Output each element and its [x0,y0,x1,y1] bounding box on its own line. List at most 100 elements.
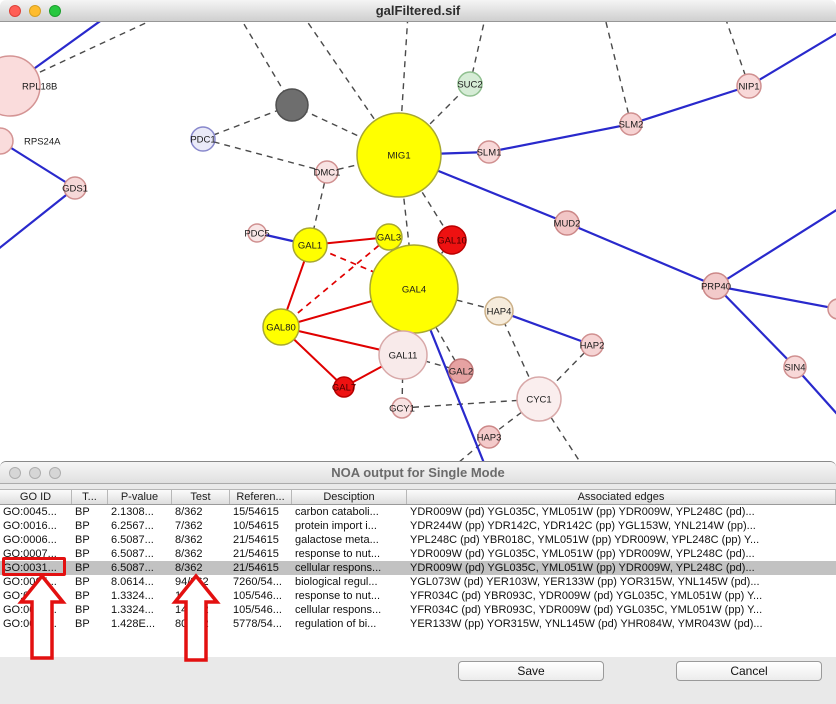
cell: 21/54615 [233,548,279,560]
network-node-slm1[interactable]: SLM1 [477,140,502,164]
network-node-hap3[interactable]: HAP3 [477,425,502,449]
network-node-gal11[interactable]: GAL11 [378,330,428,380]
column-header-referen[interactable]: Referen... [230,490,292,504]
network-edge[interactable] [498,309,593,347]
node-label: GAL3 [377,233,401,244]
network-node-prp40[interactable]: PRP40 [701,272,731,300]
table-row-6[interactable]: GO:0065...BP8.0614...94/3627260/54...bio… [0,575,836,589]
cell: 15/54615 [233,506,279,518]
node-label: GAL80 [266,323,296,334]
network-edge[interactable] [0,187,76,254]
close-button[interactable] [9,467,21,479]
network-node-gal3[interactable]: GAL3 [375,223,403,251]
cell: BP [75,562,90,574]
cell: 8/362 [175,534,203,546]
network-edge[interactable] [604,22,632,125]
traffic-lights [9,467,61,479]
network-edge[interactable] [291,104,400,156]
network-node-rpl18b[interactable]: RPL18B [0,55,57,117]
network-node-gal10[interactable]: GAL10 [437,225,467,255]
network-edge[interactable] [452,436,490,461]
minimize-button[interactable] [29,5,41,17]
cell: biological regul... [295,576,378,588]
network-node-rps24a[interactable]: RPS24A [0,127,61,155]
table-row-9[interactable]: GO:0050...BP1.428E...80/3625778/54...reg… [0,617,836,631]
cell: 105/546... [233,604,282,616]
close-button[interactable] [9,5,21,17]
column-header-t[interactable]: T... [72,490,108,504]
traffic-lights [9,5,61,17]
network-edge[interactable] [0,140,76,189]
network-edge[interactable] [202,138,328,173]
zoom-button[interactable] [49,5,61,17]
network-node-hap4[interactable]: HAP4 [484,296,514,326]
node-label: GAL11 [389,351,418,362]
cell: 5778/54... [233,618,282,630]
network-edge[interactable] [488,122,632,154]
column-header-p-value[interactable]: P-value [108,490,172,504]
network-node-gal1[interactable]: GAL1 [292,227,328,263]
network-node-pdc5[interactable]: PDC5 [244,223,270,243]
network-node-gal80[interactable]: GAL80 [262,308,300,346]
network-edge[interactable] [715,204,836,287]
network-node-dmc1[interactable]: DMC1 [314,160,341,184]
cell: carbon cataboli... [295,506,379,518]
cancel-button[interactable]: Cancel [676,661,822,681]
column-header-desciption[interactable]: Desciption [292,490,407,504]
network-edge[interactable] [794,366,836,424]
cell: galactose meta... [295,534,379,546]
column-header-test[interactable]: Test [172,490,230,504]
network-edge[interactable] [630,84,750,126]
cell: protein import i... [295,520,377,532]
network-node-gal2[interactable]: GAL2 [448,358,474,384]
network-node-pdc1[interactable]: PDC1 [190,126,216,152]
network-node-gray1[interactable] [275,88,309,122]
network-edge[interactable] [309,171,328,246]
network-node-edge_right[interactable] [827,298,836,320]
node-label: GAL4 [402,285,426,296]
node-label: PDC1 [190,135,215,146]
table-row-7[interactable]: GO:0031...BP1.3324...14/362105/546...res… [0,589,836,603]
minimize-button[interactable] [29,467,41,479]
network-edge[interactable] [566,221,717,288]
network-node-nip1[interactable]: NIP1 [736,73,762,99]
network-edge[interactable] [238,22,293,106]
network-edge[interactable] [280,236,390,328]
network-edge[interactable] [401,398,540,409]
network-window-titlebar: galFiltered.sif [0,0,836,22]
node-label: NIP1 [738,82,759,93]
network-edge[interactable] [715,284,836,310]
network-node-mud2[interactable]: MUD2 [554,210,581,236]
column-header-go-id[interactable]: GO ID [0,490,72,504]
network-node-suc2[interactable]: SUC2 [457,71,483,97]
cell: YER133W (pp) YOR315W, YNL145W (pd) YHR08… [410,618,763,630]
network-edge[interactable] [748,28,836,87]
annotation-box-go-id-cell [2,557,66,576]
network-node-gal7[interactable]: GAL7 [332,376,356,398]
zoom-button[interactable] [49,467,61,479]
network-edge[interactable] [538,344,593,400]
save-button[interactable]: Save [458,661,604,681]
network-node-gal4[interactable]: GAL4 [369,244,459,334]
network-node-slm2[interactable]: SLM2 [619,112,644,136]
network-edge[interactable] [715,285,796,368]
network-node-gcy1[interactable]: GCY1 [389,397,415,419]
cell: YDR009W (pd) YGL035C, YML051W (pp) YDR00… [410,506,755,518]
node-label: GAL7 [332,383,356,394]
network-node-cyc1[interactable]: CYC1 [516,376,562,422]
network-edge[interactable] [309,244,415,290]
network-node-hap2[interactable]: HAP2 [580,333,605,357]
column-header-associated-edges[interactable]: Associated edges [407,490,836,504]
network-node-sin4[interactable]: SIN4 [783,355,807,379]
network-node-mig1[interactable]: MIG1 [356,112,442,198]
table-row-8[interactable]: GO:0031...BP1.3324...14/362105/546...cel… [0,603,836,617]
cell: 8/362 [175,506,203,518]
network-node-gds1[interactable]: GDS1 [62,176,88,200]
